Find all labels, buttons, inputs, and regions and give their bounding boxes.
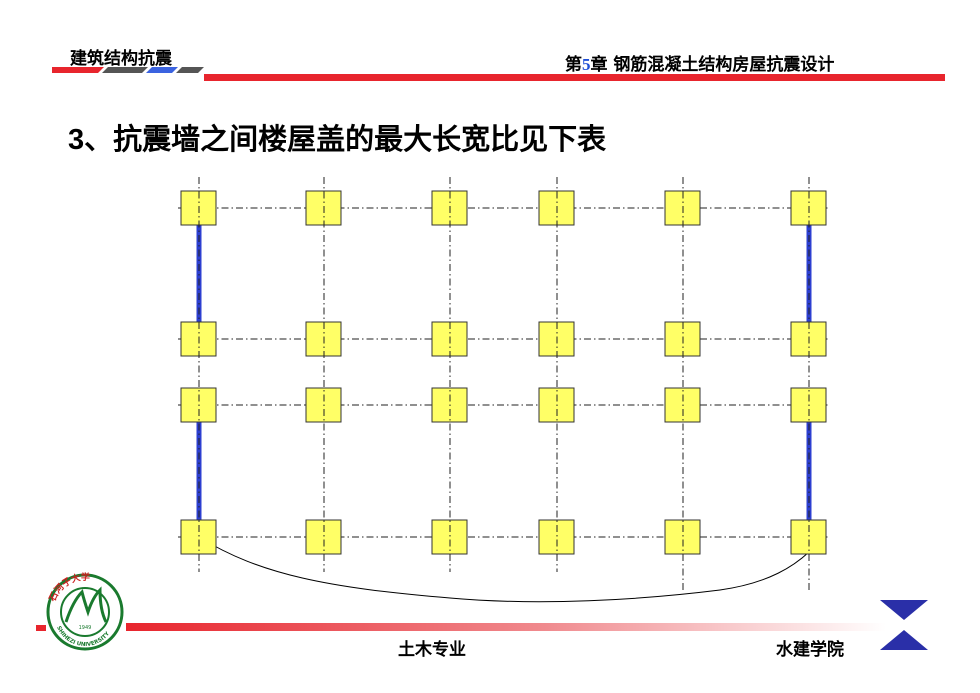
header-rule-red xyxy=(204,74,945,81)
wall-span-curve xyxy=(198,536,810,603)
footer-school: 水建学院 xyxy=(776,640,844,660)
footer-major: 土木专业 xyxy=(398,640,466,660)
shear-walls xyxy=(196,208,812,537)
chapter-prefix: 第 xyxy=(565,55,582,75)
axis-grid xyxy=(178,177,830,590)
header-bar-blue xyxy=(146,67,178,73)
header-bar-red xyxy=(52,67,104,73)
logo-inner-ring xyxy=(60,587,110,637)
header-bar-gray-2 xyxy=(176,67,204,73)
title-number: 3 xyxy=(68,124,85,156)
header-decoration xyxy=(52,67,945,81)
footer-bar xyxy=(126,623,886,631)
column xyxy=(790,519,827,555)
logo-mountain-mark xyxy=(64,586,108,623)
title-text: 、抗震墙之间楼屋盖的最大长宽比见下表 xyxy=(84,122,607,156)
university-logo: 1949 石河子大学 SHIHEZI UNIVERSITY xyxy=(46,571,124,651)
footer-bar-left xyxy=(36,625,46,631)
chapter-number: 5 xyxy=(582,55,591,74)
nav-arrows-icon[interactable] xyxy=(876,598,930,650)
slide-title: 3、抗震墙之间楼屋盖的最大长宽比见下表 xyxy=(68,116,606,158)
columns xyxy=(180,190,827,555)
course-title: 建筑结构抗震 xyxy=(70,49,172,69)
axis-grid-overlay xyxy=(198,177,810,590)
nav-icon-top xyxy=(880,600,928,620)
header-bar-gray-1 xyxy=(102,67,148,73)
chapter-title: 第5章 钢筋混凝土结构房屋抗震设计 xyxy=(565,50,834,75)
chapter-suffix: 章 钢筋混凝土结构房屋抗震设计 xyxy=(590,55,835,75)
nav-icon-bottom xyxy=(880,630,928,650)
logo-year-text: 1949 xyxy=(79,625,92,631)
